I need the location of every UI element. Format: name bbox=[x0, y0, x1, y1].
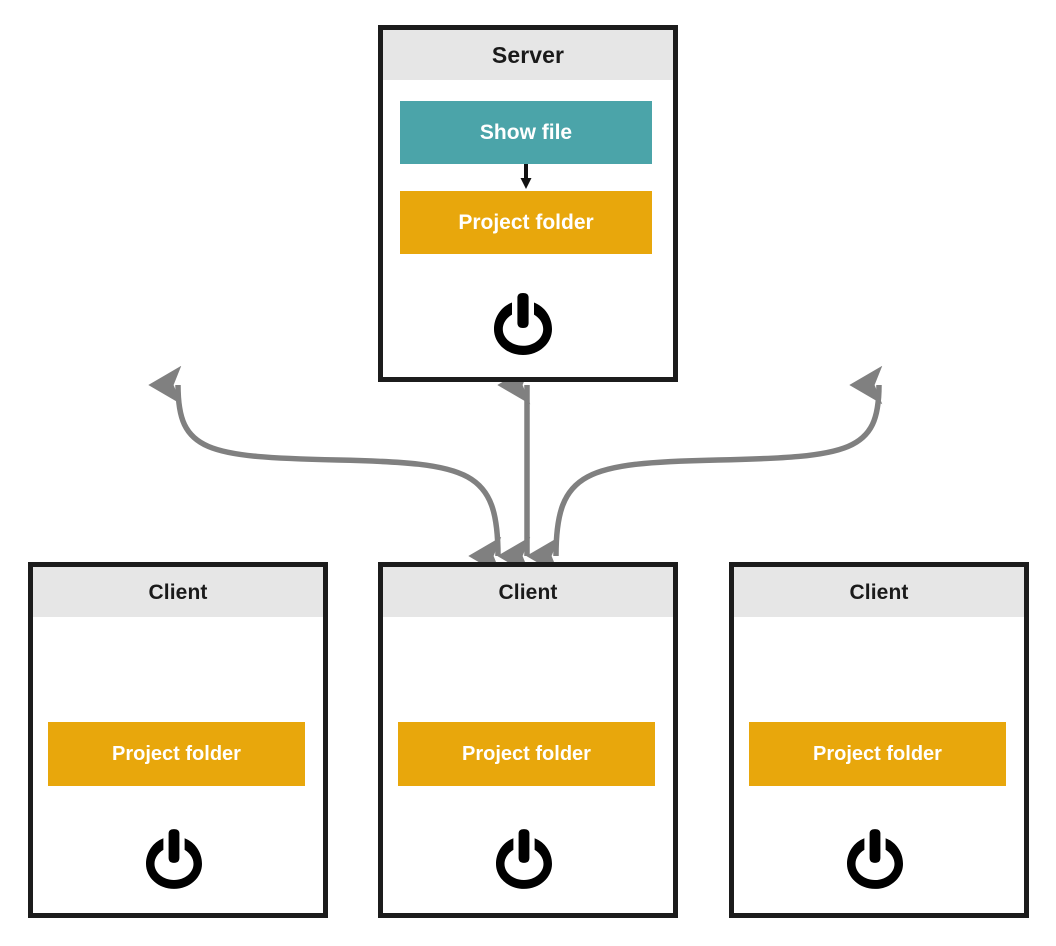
client-3-title: Client bbox=[849, 580, 909, 604]
power-icon[interactable] bbox=[494, 293, 552, 355]
client-2-title: Client bbox=[498, 580, 558, 604]
client-3-project-folder-bar[interactable]: Project folder bbox=[749, 722, 1006, 786]
client-1-project-folder-label: Project folder bbox=[112, 743, 241, 765]
connector-server-to-client-3 bbox=[526, 365, 883, 576]
server-show-file-label: Show file bbox=[479, 121, 573, 144]
connector-server-to-client-1 bbox=[148, 365, 502, 576]
arrow-down-icon bbox=[520, 164, 532, 189]
power-icon[interactable] bbox=[146, 829, 202, 889]
client-3-header: Client bbox=[734, 567, 1024, 617]
client-2-project-folder-label: Project folder bbox=[462, 743, 591, 765]
server-project-folder-label: Project folder bbox=[458, 211, 594, 234]
client-1-header: Client bbox=[33, 567, 323, 617]
client-box-2: Client Project folder bbox=[378, 562, 678, 918]
server-title: Server bbox=[491, 41, 565, 68]
client-2-header: Client bbox=[383, 567, 673, 617]
server-header: Server bbox=[383, 30, 673, 80]
power-icon[interactable] bbox=[496, 829, 552, 889]
client-2-project-folder-bar[interactable]: Project folder bbox=[398, 722, 655, 786]
client-box-3: Client Project folder bbox=[729, 562, 1029, 918]
server-show-file-bar[interactable]: Show file bbox=[400, 101, 652, 164]
client-box-1: Client Project folder bbox=[28, 562, 328, 918]
client-1-title: Client bbox=[148, 580, 208, 604]
power-icon[interactable] bbox=[847, 829, 903, 889]
server-project-folder-bar[interactable]: Project folder bbox=[400, 191, 652, 254]
server-box: Server Show file Project folder bbox=[378, 25, 678, 382]
client-1-project-folder-bar[interactable]: Project folder bbox=[48, 722, 305, 786]
client-3-project-folder-label: Project folder bbox=[813, 743, 942, 765]
